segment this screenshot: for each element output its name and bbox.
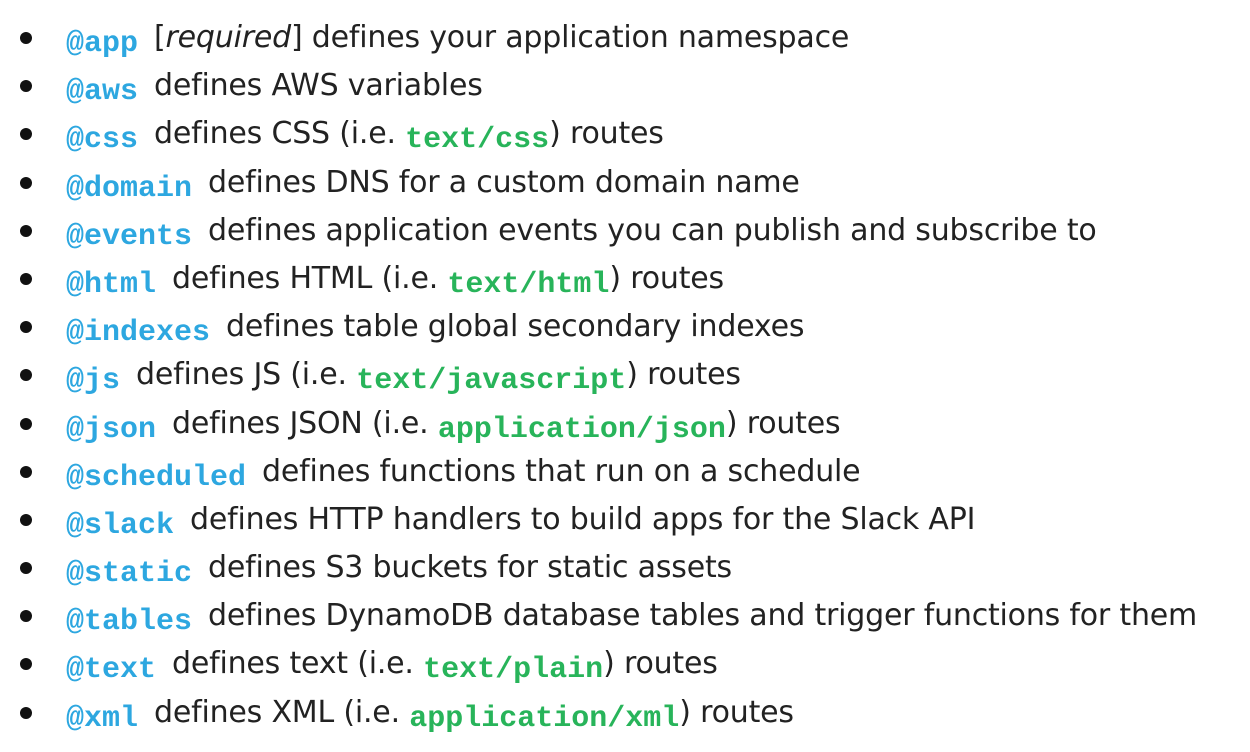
list-item: @slack defines HTTP handlers to build app… <box>0 496 1250 544</box>
bullet-icon <box>20 128 32 141</box>
description: defines HTML (i.e. <box>172 260 448 296</box>
pragma-name: @app <box>66 27 139 61</box>
list-item: @app [required] defines your application … <box>0 14 1250 62</box>
bullet-icon <box>20 176 32 189</box>
description-close: ) routes <box>679 694 794 730</box>
bullet-icon <box>20 80 32 93</box>
description-close: ) routes <box>549 116 664 152</box>
pragma-name: @domain <box>66 171 193 206</box>
description-open: [ <box>154 20 166 55</box>
bullet-icon <box>20 32 32 44</box>
bullet-icon <box>20 272 32 285</box>
description: defines HTTP handlers to build apps for … <box>190 501 976 537</box>
pragma-name: @html <box>66 267 157 302</box>
pragma-name: @js <box>66 364 121 399</box>
mime-type: text/javascript <box>356 364 627 399</box>
bullet-icon <box>20 706 32 719</box>
pragma-name: @xml <box>66 701 139 736</box>
description: defines CSS (i.e. <box>154 116 406 152</box>
mime-type: text/plain <box>423 653 604 688</box>
list-item: @scheduled defines functions that run on … <box>0 448 1250 496</box>
pragma-name: @indexes <box>66 316 211 351</box>
description-close: ) routes <box>626 357 741 393</box>
description: defines text (i.e. <box>172 646 424 682</box>
pragma-name: @scheduled <box>66 460 247 495</box>
pragma-name: @slack <box>66 508 175 543</box>
list-item: @text defines text (i.e. text/plain) rout… <box>0 640 1250 688</box>
list-item: @aws defines AWS variables <box>0 62 1250 110</box>
required-note: required <box>165 20 292 55</box>
description: defines DynamoDB database tables and tri… <box>208 598 1198 634</box>
bullet-icon <box>20 417 32 430</box>
bullet-icon <box>20 321 32 334</box>
list-item: @html defines HTML (i.e. text/html) route… <box>0 255 1250 303</box>
pragma-name: @events <box>66 219 193 254</box>
bullet-icon <box>20 369 32 382</box>
list-item: @tables defines DynamoDB database tables … <box>0 592 1250 640</box>
bullet-icon <box>20 658 32 671</box>
bullet-icon <box>20 513 32 526</box>
description: ] defines your application namespace <box>290 20 850 55</box>
bullet-icon <box>20 224 32 237</box>
bullet-icon <box>20 465 32 478</box>
description: defines table global secondary indexes <box>226 309 805 345</box>
description-close: ) routes <box>603 646 718 682</box>
pragma-name: @json <box>66 412 157 447</box>
list-item: @static defines S3 buckets for static ass… <box>0 544 1250 592</box>
list-item: @js defines JS (i.e. text/javascript) rou… <box>0 351 1250 399</box>
description-close: ) routes <box>725 405 841 441</box>
description: defines AWS variables <box>154 68 483 104</box>
pragma-name: @tables <box>66 605 193 640</box>
description: defines S3 buckets for static assets <box>208 550 732 586</box>
description-close: ) routes <box>609 260 724 296</box>
list-item: @xml defines XML (i.e. application/xml) r… <box>0 689 1250 737</box>
mime-type: text/css <box>405 123 550 158</box>
description: defines XML (i.e. <box>154 694 410 730</box>
description: defines functions that run on a schedule <box>262 453 861 489</box>
list-item: @css defines CSS (i.e. text/css) routes <box>0 110 1250 158</box>
mime-type: text/html <box>447 267 610 302</box>
mime-type: application/json <box>437 412 726 447</box>
bullet-icon <box>20 610 32 623</box>
list-item: @json defines JSON (i.e. application/json… <box>0 400 1250 448</box>
pragma-name: @static <box>66 557 193 592</box>
bullet-icon <box>20 562 32 575</box>
description: defines application events you can publi… <box>208 212 1097 248</box>
list-item: @events defines application events you ca… <box>0 207 1250 255</box>
pragma-name: @aws <box>66 75 139 110</box>
mime-type: application/xml <box>409 701 680 736</box>
list-item: @indexes defines table global secondary i… <box>0 303 1250 351</box>
description: defines DNS for a custom domain name <box>208 164 800 200</box>
description: defines JS (i.e. <box>136 357 357 393</box>
pragma-name: @text <box>66 653 157 688</box>
description: defines JSON (i.e. <box>172 405 438 441</box>
list-item: @domain defines DNS for a custom domain n… <box>0 159 1250 207</box>
pragma-name: @css <box>66 123 139 158</box>
